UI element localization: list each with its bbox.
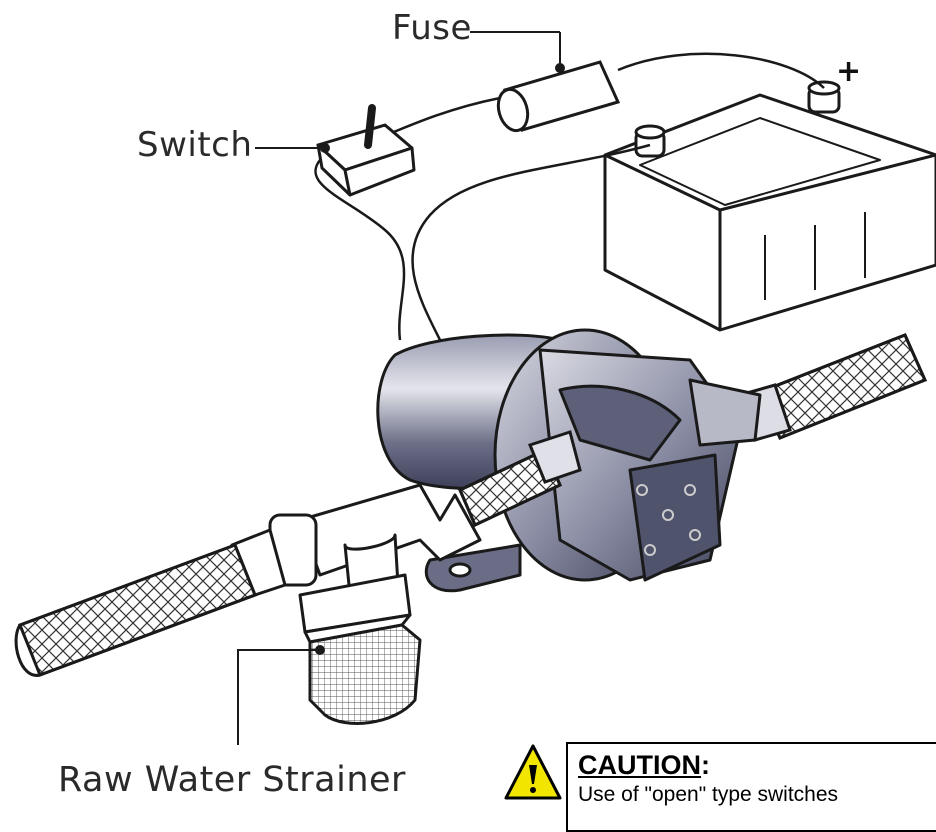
fuse-label: Fuse bbox=[392, 8, 472, 48]
warning-triangle-icon bbox=[504, 744, 562, 800]
switch-leader-dot bbox=[320, 143, 330, 153]
switch-label: Switch bbox=[137, 125, 253, 165]
pump-wiring-diagram bbox=[14, 31, 936, 800]
battery bbox=[603, 93, 936, 332]
strainer-bowl bbox=[298, 573, 422, 725]
outlet-hose bbox=[738, 333, 928, 442]
left-hose bbox=[14, 543, 257, 677]
strainer-label: Raw Water Strainer bbox=[58, 760, 406, 800]
caution-text: Use of "open" type switches bbox=[578, 783, 839, 806]
caution-title-colon: : bbox=[701, 750, 710, 780]
positive-terminal-label: + bbox=[836, 54, 862, 89]
caution-title: CAUTION: bbox=[578, 750, 934, 781]
strainer-tee bbox=[230, 483, 482, 600]
strainer-leader-dot bbox=[315, 645, 325, 655]
fuse bbox=[496, 60, 621, 133]
battery-terminal-negative bbox=[634, 124, 666, 158]
toggle-switch bbox=[316, 104, 416, 197]
caution-box: CAUTION: Use of "open" type switches bbox=[566, 742, 936, 832]
caution-title-word: CAUTION bbox=[578, 750, 701, 780]
pump bbox=[376, 328, 762, 593]
strainer-leader bbox=[237, 649, 320, 745]
fuse-leader-dot bbox=[555, 63, 565, 73]
inlet-hose bbox=[458, 430, 582, 528]
wires bbox=[314, 52, 825, 341]
